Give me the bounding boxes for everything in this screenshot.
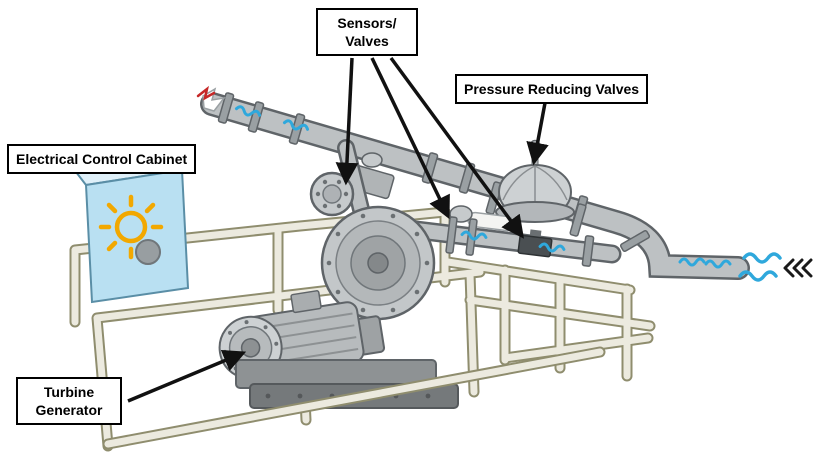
turbine <box>320 205 436 321</box>
arrow-to-turbine-generator <box>127 349 247 403</box>
label-line: Turbine <box>43 384 95 400</box>
electrical-cabinet <box>74 156 190 304</box>
label-line: Valves <box>345 33 389 50</box>
arrow-to-butterfly-valve <box>370 57 450 220</box>
arrow-to-handwheel-valve <box>335 57 359 186</box>
flow-squiggles <box>738 252 782 282</box>
label-turbine-generator: Turbine Generator <box>16 377 122 426</box>
annotation-arrows <box>127 56 549 403</box>
label-line: Sensors/ <box>337 15 397 31</box>
turbine-casing-bolts <box>326 213 430 313</box>
arrow-to-pipe-sensor <box>389 56 525 239</box>
broken-pipe-end <box>196 85 226 112</box>
sun-icon <box>98 194 164 260</box>
label-line: Generator <box>35 402 103 419</box>
terminal-box <box>290 290 322 314</box>
label-sensors-valves: Sensors/ Valves <box>316 8 418 57</box>
label-text: Electrical Control Cabinet <box>16 151 188 167</box>
pipe-sensor <box>517 229 553 258</box>
flow-marks <box>234 105 732 269</box>
cabinet-indicator-circle <box>135 239 161 265</box>
flow-direction-chevrons-icon <box>783 258 813 278</box>
label-electrical-control-cabinet: Electrical Control Cabinet <box>7 144 197 175</box>
label-text: Pressure Reducing Valves <box>464 81 640 97</box>
skid-front-rail <box>102 346 606 450</box>
arrow-to-pressure-valve <box>526 102 549 166</box>
label-pressure-reducing-valves: Pressure Reducing Valves <box>455 74 649 105</box>
